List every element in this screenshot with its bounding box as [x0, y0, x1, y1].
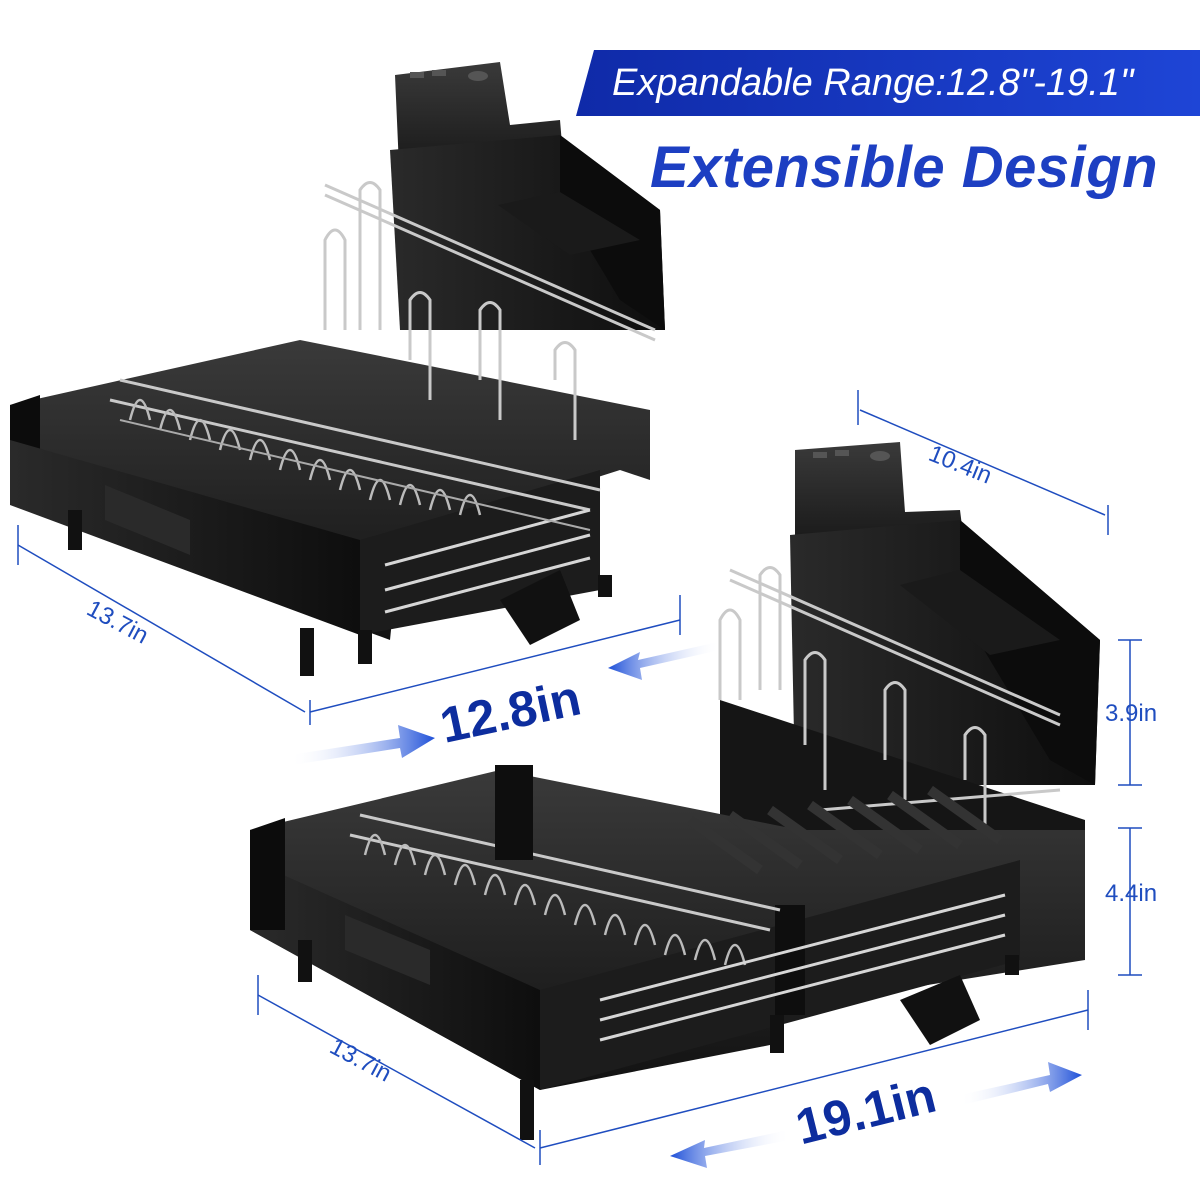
arrow-left-icon — [608, 642, 720, 680]
holder-height-label: 3.9in — [1105, 700, 1158, 727]
headline: Extensible Design — [650, 135, 1159, 200]
arrow-right-icon — [960, 1062, 1082, 1105]
top-dimension-lines — [17, 390, 1109, 725]
bottom-dimension-lines — [257, 639, 1142, 1165]
banner-text: Expandable Range:12.8"-19.1" — [612, 62, 1134, 104]
banner-background — [576, 50, 1200, 116]
arrow-left-icon — [670, 1130, 790, 1168]
rack-height-label: 4.4in — [1105, 880, 1158, 907]
range-banner: Expandable Range:12.8"-19.1" — [576, 50, 1200, 116]
bottom-dish-rack — [250, 442, 1100, 1140]
top-dish-rack — [10, 62, 665, 676]
arrow-right-icon — [290, 725, 435, 765]
